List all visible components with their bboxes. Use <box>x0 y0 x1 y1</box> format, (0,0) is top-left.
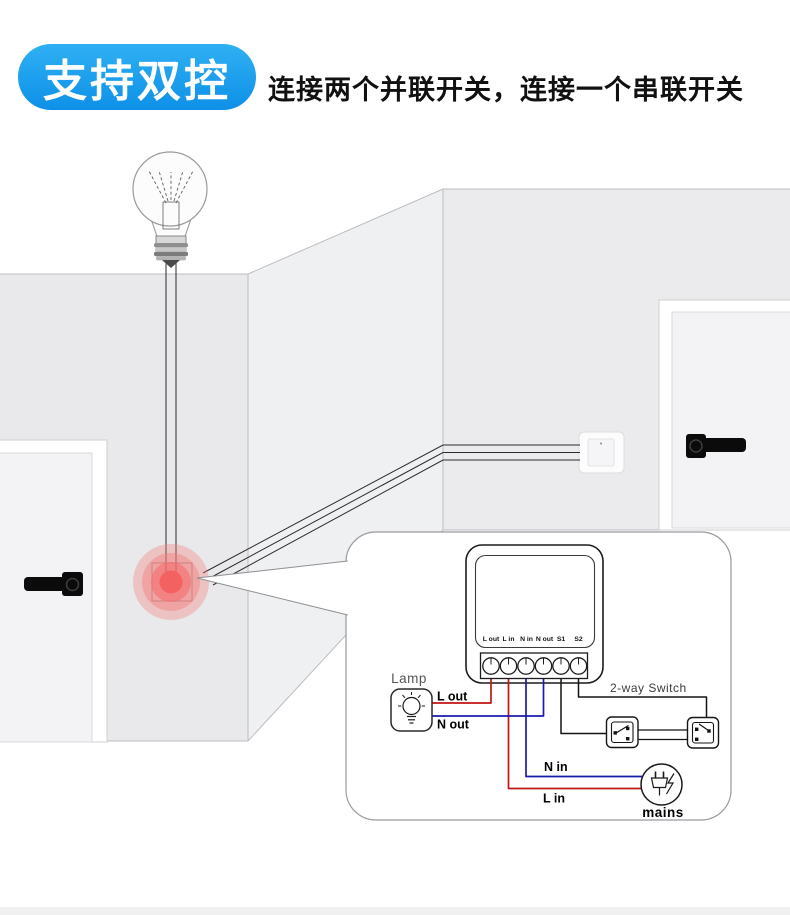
section-divider <box>0 907 790 915</box>
switch-connector-wires <box>638 729 688 741</box>
bulb-screw-base <box>154 243 188 268</box>
left-door-panel <box>0 452 93 743</box>
screw-terminals <box>482 657 588 675</box>
switch-left-symbol <box>605 716 639 749</box>
smart-switch-module: L out L in N in N out S1 S2 <box>465 544 604 684</box>
l-in-label: L in <box>543 792 565 806</box>
n-in-label: N in <box>544 760 568 774</box>
right-door-handle-icon <box>686 434 746 458</box>
wire-n-in <box>525 677 645 778</box>
lightning-bolt-icon <box>665 773 675 795</box>
two-way-switch-label: 2-way Switch <box>610 681 687 695</box>
terminal-label-lout: L out <box>483 636 500 643</box>
mains-label: mains <box>642 805 684 820</box>
wire-n-out <box>432 677 545 717</box>
terminal-label-s2: S2 <box>574 636 583 643</box>
diagram-wires <box>432 677 708 790</box>
highlight-spot <box>133 544 209 620</box>
terminal-labels: L out L in N in N out S1 S2 <box>483 636 583 643</box>
center-wall <box>248 189 443 741</box>
terminal-screw-slots <box>490 658 579 665</box>
lamp-bulb-icon <box>398 692 425 724</box>
terminal-label-nin: N in <box>520 636 533 643</box>
lamp-symbol <box>390 688 433 732</box>
feature-badge: 支持双控 <box>18 44 256 110</box>
n-out-label: N out <box>437 718 470 732</box>
lamp-label: Lamp <box>391 671 427 686</box>
right-door <box>658 299 790 531</box>
light-bulb-icon <box>132 151 208 572</box>
wire-s2 <box>577 677 708 718</box>
wire-s1 <box>560 677 607 735</box>
bulb-filament <box>148 170 194 230</box>
in-wall-wires <box>202 444 580 586</box>
wiring-diagram: L out L in N in N out S1 S2 <box>390 544 720 820</box>
switch-right-symbol <box>686 716 720 749</box>
left-door <box>0 439 108 743</box>
wire-l-in <box>507 677 644 790</box>
feature-subtitle: 连接两个并联开关，连接一个串联开关 <box>268 74 744 105</box>
switch-indicator-dot <box>599 442 603 445</box>
mains-symbol <box>640 763 683 806</box>
terminal-label-lin: L in <box>503 636 515 643</box>
wall-switch-plate <box>578 431 625 474</box>
wire-l-out <box>432 677 492 704</box>
plug-icon <box>650 771 669 796</box>
terminal-label-s1: S1 <box>557 636 566 643</box>
switch-rocker <box>587 438 615 467</box>
right-door-panel <box>671 311 790 529</box>
terminal-strip <box>479 652 589 680</box>
left-door-handle-icon <box>24 572 83 596</box>
callout-pointer <box>196 560 348 616</box>
terminal-label-nout: N out <box>536 636 554 643</box>
l-out-label: L out <box>437 690 468 704</box>
